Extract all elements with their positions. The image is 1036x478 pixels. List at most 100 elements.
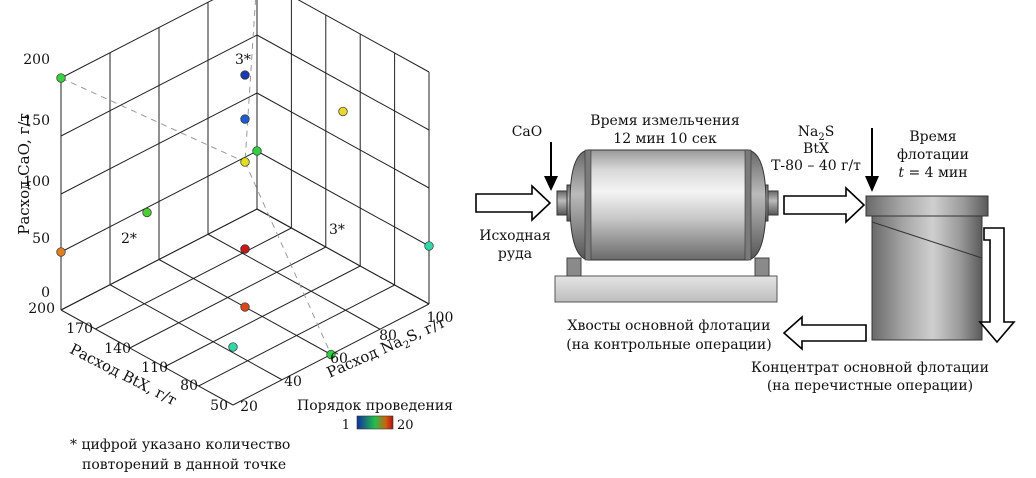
colorbar xyxy=(356,415,394,430)
x-tick-label: 60 xyxy=(330,351,348,367)
flotation-time-label: Время xyxy=(909,129,956,145)
side-wall-grid-line xyxy=(297,0,430,73)
data-point xyxy=(338,106,348,117)
grinding-time-value: 12 мин 10 сек xyxy=(613,131,717,147)
mill-base xyxy=(554,275,778,303)
z-axis-title: Расход CaO, г/т xyxy=(15,113,33,235)
projection-line xyxy=(60,77,246,163)
floor-grid-line xyxy=(60,309,234,406)
footnote-line: * цифрой указано количество xyxy=(70,437,290,453)
reagent-na2s-label: Na2S xyxy=(798,124,835,143)
flotation-cell xyxy=(871,211,983,341)
y-tick-label: 80 xyxy=(180,378,198,394)
floor-grid-line xyxy=(129,246,327,349)
back-wall-grid-line xyxy=(60,150,258,253)
flotation-time-number: = 4 мин xyxy=(904,165,968,181)
x-tick-label: 20 xyxy=(240,399,258,415)
floor-grid-line xyxy=(109,284,283,381)
colorbar-max-label: 20 xyxy=(397,418,414,433)
y-tick-label: 200 xyxy=(28,301,55,317)
colorbar-title: Порядок проведения xyxy=(297,398,453,414)
cao-arrow-head xyxy=(544,176,558,191)
flotation-time-value: t = 4 мин xyxy=(898,165,967,181)
tailings-label: (на контрольные операции) xyxy=(566,337,771,353)
data-point xyxy=(326,349,336,360)
process-diagram: CaO Время измельчения 12 мин 10 сек Исхо… xyxy=(475,113,1016,394)
grinding-time-label: Время измельчения xyxy=(590,113,740,129)
back-wall-grid-line xyxy=(60,34,258,137)
data-point xyxy=(240,302,250,312)
floor-grid-line xyxy=(198,284,395,387)
z-tick-label: 100 xyxy=(23,174,50,190)
data-point xyxy=(228,342,238,352)
data-points xyxy=(56,70,434,360)
z-tick-label: 50 xyxy=(32,231,50,247)
projection-line xyxy=(244,0,257,163)
flotation-time-label: флотации xyxy=(897,147,969,163)
tailings-label: Хвосты основной флотации xyxy=(568,318,771,334)
floor-grid-line xyxy=(207,233,381,330)
x-tick-label: 100 xyxy=(427,310,454,326)
dashed-projections xyxy=(60,0,332,355)
x-tick-label: 40 xyxy=(284,374,302,390)
feed-label: Исходная xyxy=(479,228,551,244)
mill-ring-left xyxy=(584,149,592,261)
reagent-arrow-head xyxy=(865,176,879,192)
mill-support-left xyxy=(566,257,582,277)
repeat-label: 3* xyxy=(235,52,251,68)
reagent-na2s-main: Na xyxy=(798,124,819,140)
concentrate-label: Концентрат основной флотации xyxy=(751,360,989,376)
z-tick-label: 200 xyxy=(23,52,50,68)
colorbar-min-label: 1 xyxy=(342,418,350,433)
concentrate-label: (на перечистные операции) xyxy=(767,378,973,394)
y-tick-label: 170 xyxy=(66,321,93,337)
data-point xyxy=(240,70,250,80)
scatter-3d: 0 50 100 150 200 200 170 140 110 80 50 2… xyxy=(15,0,453,473)
x-tick-label: 80 xyxy=(379,328,397,344)
z-tick-label: 0 xyxy=(41,285,50,301)
data-point xyxy=(240,244,250,254)
reagent-t80-label: Т-80 – 40 г/т xyxy=(771,158,861,174)
reagent-btx-label: BtX xyxy=(803,141,829,157)
floor-grid-line xyxy=(163,265,361,368)
data-point xyxy=(56,73,66,83)
mill-drum xyxy=(587,149,749,261)
data-point xyxy=(252,146,262,156)
flotation-cell-top xyxy=(865,195,989,217)
mill-support-right xyxy=(754,257,770,277)
tailings-arrow xyxy=(782,315,867,351)
mill-ring-right xyxy=(744,149,752,261)
side-wall-grid-line xyxy=(256,34,430,131)
back-wall-grid-line xyxy=(60,92,258,195)
data-point xyxy=(240,157,250,167)
data-point xyxy=(424,241,434,251)
back-wall-grid-line xyxy=(60,208,258,311)
repeat-label: 3* xyxy=(329,222,345,238)
floor-grid-line xyxy=(95,227,292,330)
footnote-line: повторений в данной точке xyxy=(82,457,286,473)
reagent-na2s-tail: S xyxy=(825,124,835,140)
flotation-time-var: t xyxy=(898,165,904,181)
data-point xyxy=(56,247,66,257)
y-tick-label: 110 xyxy=(141,360,168,376)
z-tick-label: 150 xyxy=(23,113,50,129)
projection-line xyxy=(244,161,332,355)
side-wall-grid-line xyxy=(256,150,430,247)
concentrate-arrow xyxy=(978,227,1016,344)
feed-label: руда xyxy=(498,246,532,262)
back-wall-grid-line xyxy=(60,0,214,79)
side-wall-grid-line xyxy=(256,92,430,189)
reagent-cao-label: CaO xyxy=(512,124,543,140)
y-tick-label: 140 xyxy=(104,341,131,357)
reagent-na2s-sub: 2 xyxy=(818,132,824,143)
box-grid xyxy=(60,0,430,406)
feed-arrow xyxy=(475,184,552,222)
y-tick-label: 50 xyxy=(210,398,228,414)
froth-line xyxy=(871,221,983,259)
side-wall-grid-line xyxy=(256,208,430,305)
data-point xyxy=(142,207,152,218)
data-point xyxy=(240,114,250,124)
repeat-label: 2* xyxy=(121,231,137,247)
mill-to-flotation-arrow xyxy=(783,186,866,224)
